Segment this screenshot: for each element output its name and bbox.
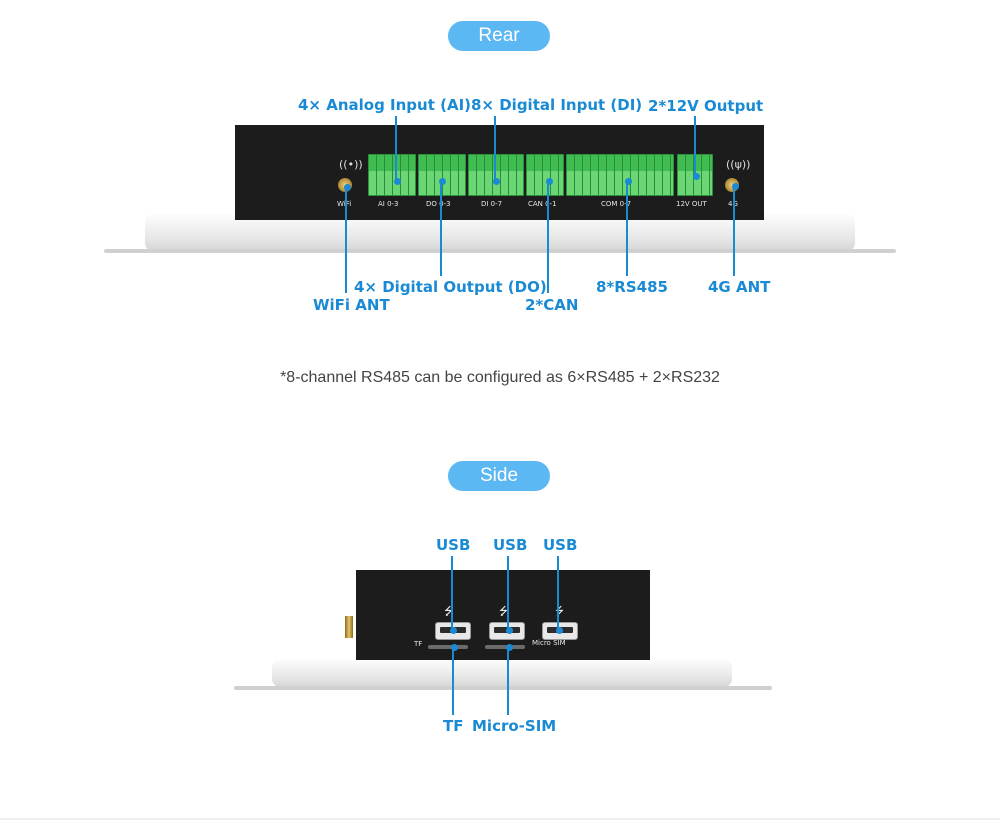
4g-ant-callout: 4G ANT: [708, 278, 771, 296]
do-callout-dot: [438, 178, 446, 185]
can-callout: 2*CAN: [525, 296, 579, 314]
page-bottom-divider: [0, 818, 1000, 820]
rear-section-badge: Rear: [448, 21, 550, 51]
can-port-label: CAN 0-1: [528, 200, 557, 208]
wifi-port-label: WiFi: [337, 200, 351, 208]
do-callout-line: [440, 181, 442, 276]
side-antenna-stub: [345, 616, 353, 638]
micro-sim-callout-dot: [505, 644, 513, 651]
usb3-callout-line: [557, 556, 559, 630]
di-port-label: DI 0-7: [481, 200, 503, 208]
12v-callout-dot: [692, 173, 700, 180]
di-terminal-block: [468, 154, 524, 196]
com-port-label: COM 0-7: [601, 200, 632, 208]
do-port-label: DO 0-3: [426, 200, 451, 208]
side-mounting-plate: [272, 659, 732, 687]
di-callout-dot: [492, 178, 500, 185]
12v-out-port-label: 12V OUT: [676, 200, 707, 208]
tf-port-label: TF: [414, 640, 423, 648]
usb-callout-1: USB: [436, 536, 471, 554]
wifi-icon: ((•)): [339, 158, 363, 171]
micro-sim-callout-line: [507, 647, 509, 715]
antenna-signal-icon: ((ψ)): [726, 158, 751, 171]
ai-terminal-block: [368, 154, 416, 196]
ai-port-label: AI 0-3: [378, 200, 399, 208]
analog-input-callout: 4× Analog Input (AI): [298, 96, 472, 114]
com-terminal-block: [566, 154, 674, 196]
can-terminal-block: [526, 154, 564, 196]
usb-callout-2: USB: [493, 536, 528, 554]
4g-callout-line: [733, 186, 735, 276]
digital-input-callout: 8× Digital Input (DI): [471, 96, 643, 114]
rs485-footnote: *8-channel RS485 can be configured as 6×…: [280, 369, 720, 386]
wifi-ant-callout: WiFi ANT: [313, 296, 390, 314]
ai-callout-dot: [393, 178, 401, 185]
12v-output-callout: 2*12V Output: [648, 97, 764, 115]
rear-plate-lip: [104, 249, 896, 253]
usb2-callout-line: [507, 556, 509, 630]
usb-icon: ⭍: [444, 605, 454, 618]
usb1-callout-line: [451, 556, 453, 630]
usb3-callout-dot: [555, 627, 563, 634]
12v-callout-line: [694, 116, 696, 176]
usb1-callout-dot: [449, 627, 457, 634]
side-section-badge: Side: [448, 461, 550, 491]
can-callout-line: [547, 181, 549, 293]
rs485-callout: 8*RS485: [596, 278, 668, 296]
usb-icon: ⭍: [555, 605, 565, 618]
do-terminal-block: [418, 154, 466, 196]
tf-callout-dot: [450, 644, 458, 651]
usb2-callout-dot: [505, 627, 513, 634]
rs485-callout-dot: [624, 178, 632, 185]
rear-mounting-plate: [145, 214, 855, 251]
micro-sim-port-label: Micro SIM: [532, 639, 566, 647]
tf-callout: TF: [443, 717, 464, 735]
4g-port-label: 4G: [728, 200, 738, 208]
can-callout-dot: [545, 178, 553, 185]
micro-sim-slot: [485, 645, 525, 649]
digital-output-callout: 4× Digital Output (DO): [354, 278, 547, 296]
ai-callout-line: [395, 116, 397, 181]
wifi-callout-dot: [343, 184, 351, 191]
usb-icon: ⭍: [499, 605, 509, 618]
rs485-callout-line: [626, 181, 628, 276]
micro-sim-callout: Micro-SIM: [472, 717, 557, 735]
side-plate-lip: [234, 686, 772, 690]
usb-callout-3: USB: [543, 536, 578, 554]
tf-card-slot: [428, 645, 468, 649]
4g-callout-dot: [731, 183, 739, 190]
di-callout-line: [494, 116, 496, 181]
wifi-callout-line: [345, 187, 347, 293]
tf-callout-line: [452, 647, 454, 715]
